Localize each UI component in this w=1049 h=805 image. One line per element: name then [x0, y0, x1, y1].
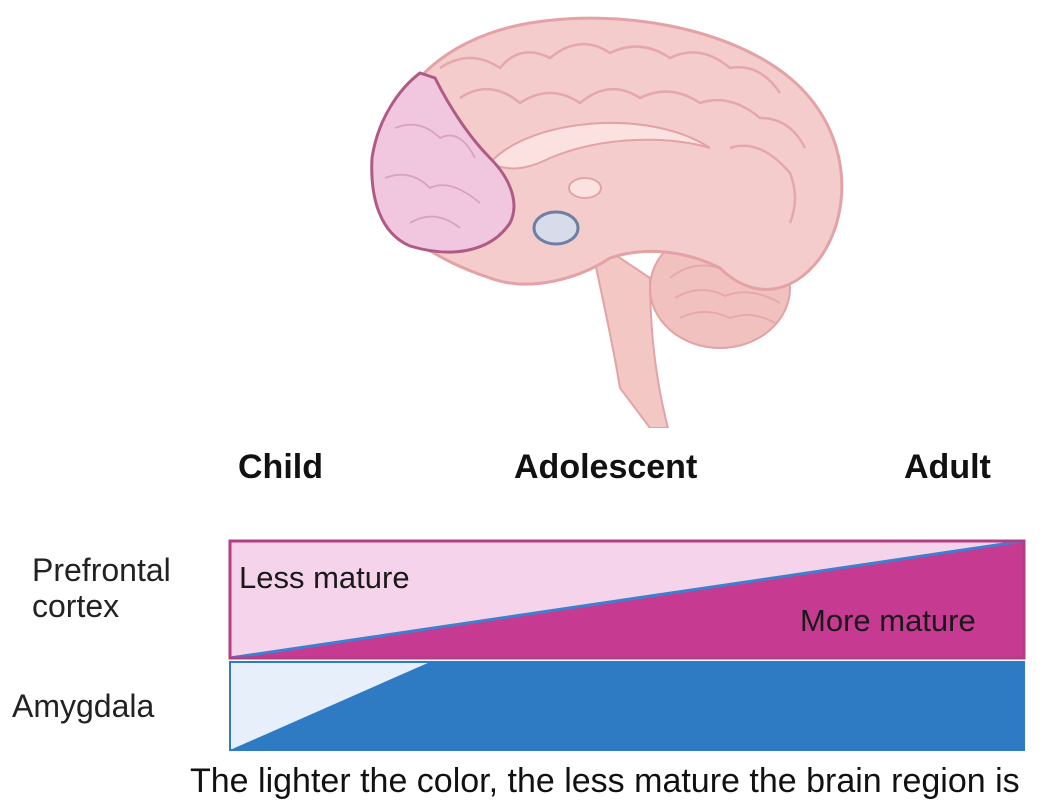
amygdala-label: Amygdala: [12, 688, 154, 724]
more-mature-label: More mature: [800, 603, 976, 639]
stage-label-adolescent: Adolescent: [514, 448, 697, 487]
stage-label-child: Child: [238, 448, 323, 487]
amygdala-bar-light: [230, 662, 1024, 750]
prefrontal-cortex-label: Prefrontal cortex: [32, 552, 212, 624]
amygdala-highlight: [534, 212, 578, 244]
amygdala-bar-dark: [230, 662, 1024, 750]
less-mature-label: Less mature: [239, 560, 410, 596]
caption: The lighter the color, the less mature t…: [190, 762, 1020, 801]
stage-label-adult: Adult: [904, 448, 991, 487]
prefrontal-bar-dark: [230, 541, 1024, 658]
brain-illustration: [350, 8, 870, 428]
prefrontal-bar-light: [230, 541, 1024, 658]
